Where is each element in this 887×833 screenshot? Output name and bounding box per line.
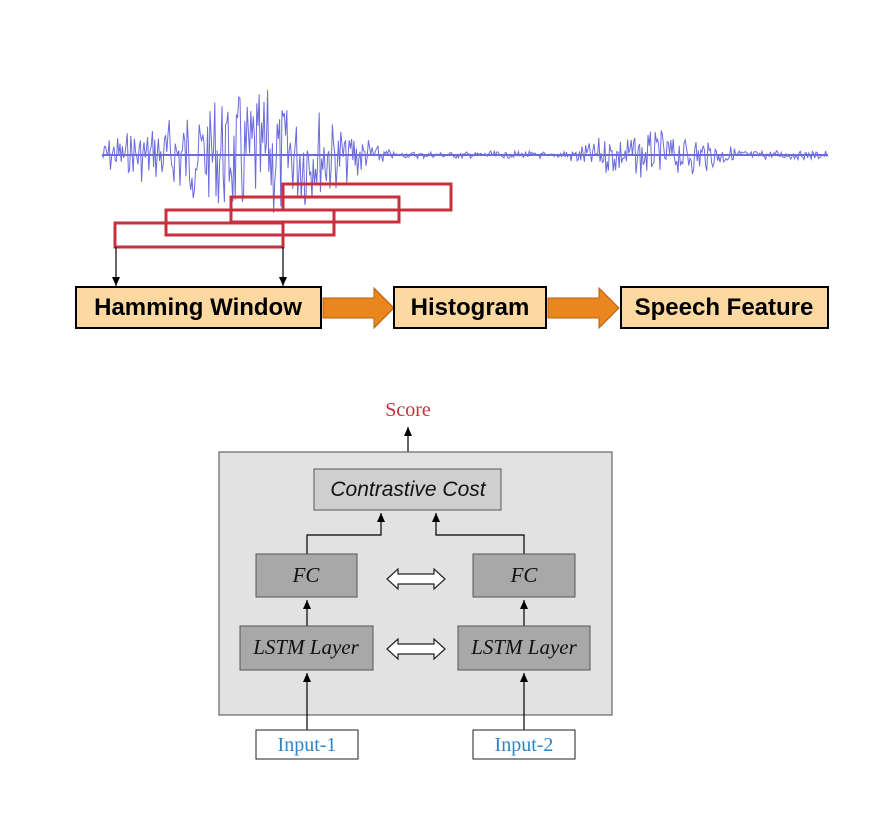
pipeline: Hamming Window Histogram Speech Feature [75, 286, 829, 330]
waveform-trace [101, 90, 828, 213]
speech-feature-label: Speech Feature [635, 294, 814, 321]
hamming-window-label: Hamming Window [94, 294, 302, 321]
left-fc-to-cost-arrow [306, 513, 385, 554]
right-lstm-box [457, 625, 591, 671]
right-lstm-label: LSTM Layer [470, 635, 577, 659]
left-lstm-box [239, 625, 374, 671]
histogram-box [393, 286, 547, 329]
left-fc-box [255, 553, 358, 598]
window-frames [113, 182, 453, 249]
siamese-network: Score Contrastive Cost FC FC LSTM Layer … [218, 399, 613, 760]
input-2-box [472, 729, 576, 760]
pipeline-arrow-2 [547, 286, 620, 330]
histogram-label: Histogram [411, 294, 530, 321]
left-fc-label: FC [292, 563, 321, 587]
pipeline-arrow-1 [322, 286, 395, 330]
score-label: Score [385, 399, 431, 421]
speech-waveform [101, 90, 828, 213]
right-fc-box [472, 553, 576, 598]
window-frame-4 [281, 182, 453, 212]
left-lstm-label: LSTM Layer [252, 635, 359, 659]
input-2-label: Input-2 [495, 734, 554, 756]
input-1-box [255, 729, 359, 760]
contrastive-cost-label: Contrastive Cost [330, 478, 486, 501]
speech-feature-box [620, 286, 829, 329]
frame-to-window-arrows [112, 247, 287, 286]
lstm-shared-weights-arrow [386, 637, 446, 661]
fc-shared-weights-arrow [386, 567, 446, 591]
right-fc-to-cost-arrow [432, 513, 525, 554]
right-fc-label: FC [510, 563, 539, 587]
input-1-label: Input-1 [278, 734, 337, 756]
hamming-window-box [75, 286, 322, 329]
contrastive-cost-box [313, 468, 502, 511]
